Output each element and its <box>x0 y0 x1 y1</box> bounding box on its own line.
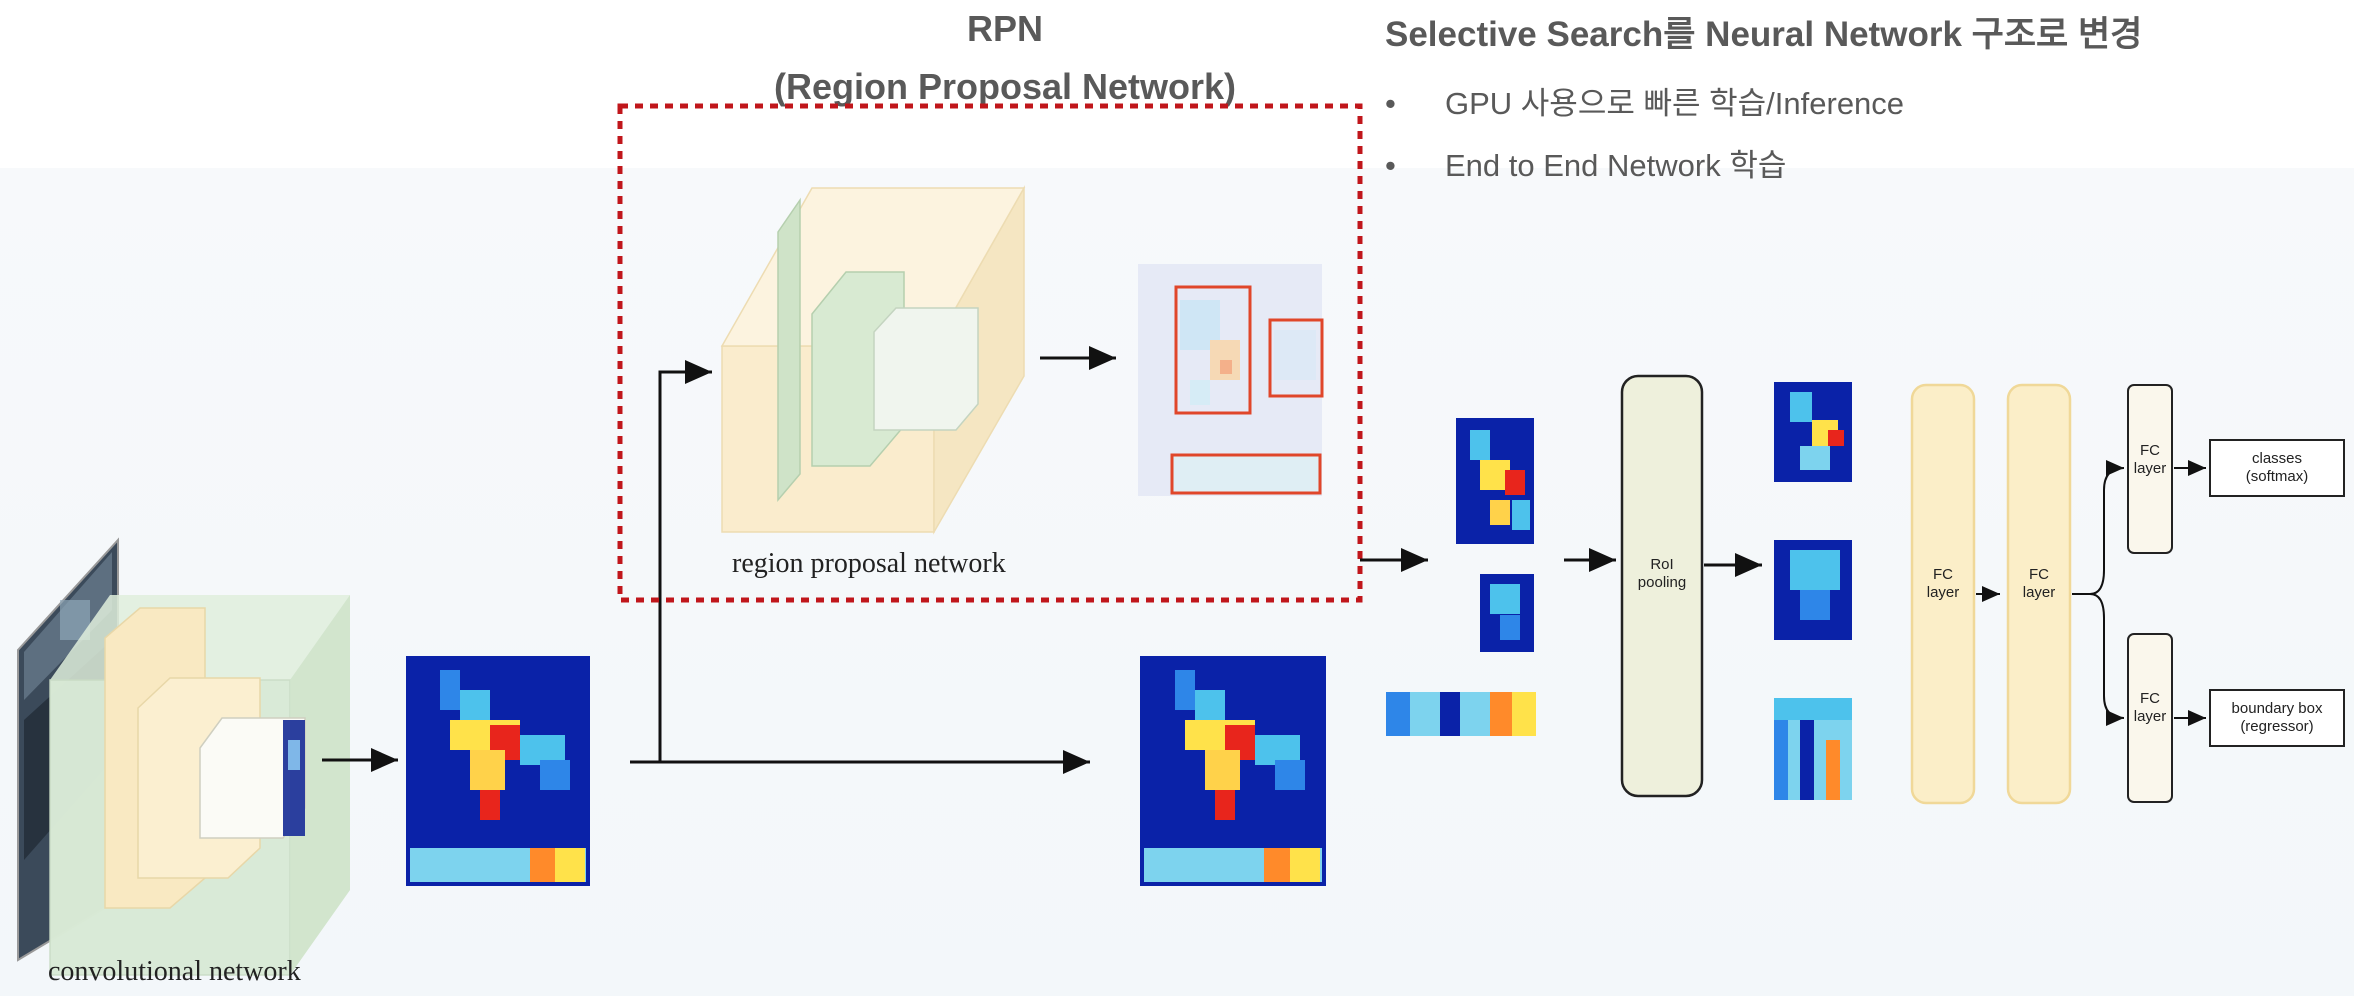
fc-layer-1-block <box>1910 383 1976 805</box>
fc-layer-cls-block <box>2127 384 2173 554</box>
crop-region-1 <box>1456 418 1534 544</box>
pooled-map-1 <box>1774 382 1852 482</box>
bullet-text: End to End Network 학습 <box>1445 148 1787 183</box>
fc-layer-reg-label: FC layer <box>2128 690 2172 726</box>
conv-network-block <box>49 595 350 976</box>
rpn-title-line1: RPN <box>966 8 1043 49</box>
roi-pooling-block <box>1620 374 1704 798</box>
rpn-dashed-box <box>617 103 1363 603</box>
fc-label-line1: FC <box>1933 566 1953 583</box>
classes-label: classes (softmax) <box>2210 450 2344 486</box>
bullet-dot: • <box>1385 86 1396 121</box>
crop-region-3 <box>1386 692 1536 736</box>
rpn-title-line2: (Region Proposal Network) <box>773 66 1237 107</box>
roi-label-line2: pooling <box>1637 574 1687 591</box>
arrow-fmap-to-rpn <box>658 360 712 762</box>
bbox-label: boundary box (regressor) <box>2210 700 2344 736</box>
pooled-map-3 <box>1774 698 1852 800</box>
fc-label-line1: FC <box>2140 690 2160 707</box>
notes-bullet-2: • End to End Network 학습 <box>1385 140 1786 185</box>
fc-layer-1-label: FC layer <box>1912 566 1974 602</box>
bullet-dot: • <box>1385 148 1396 183</box>
bbox-label-line2: (regressor) <box>2240 718 2314 735</box>
fc-label-line1: FC <box>2140 442 2160 459</box>
fc-label-line2: layer <box>2133 460 2167 477</box>
fc-layer-2-label: FC layer <box>2008 566 2070 602</box>
rpn-cube <box>720 185 1026 535</box>
fc-label-line2: layer <box>2022 584 2056 601</box>
fc-label-line1: FC <box>2029 566 2049 583</box>
rpn-title: RPN (Region Proposal Network) <box>620 0 1390 116</box>
fc-label-line2: layer <box>2133 708 2167 725</box>
bullet-text: GPU 사용으로 빠른 학습/Inference <box>1445 86 1905 121</box>
fc-layer-reg-block <box>2127 633 2173 803</box>
notes-bullet-1: • GPU 사용으로 빠른 학습/Inference <box>1385 78 1904 123</box>
arrow-fc2-to-fc-reg <box>2072 593 2125 726</box>
region-proposal-label: region proposal network <box>732 548 1006 579</box>
classes-label-line2: (softmax) <box>2245 468 2309 485</box>
arrow-fc2-to-fc-cls <box>2072 460 2125 595</box>
pooled-map-2 <box>1774 540 1852 640</box>
notes-title: Selective Search를 Neural Network 구조로 변경 <box>1385 15 2143 54</box>
bbox-output-box <box>2209 689 2345 747</box>
roi-pooling-label: RoI pooling <box>1622 556 1702 592</box>
feature-map-1 <box>406 656 590 886</box>
fc-layer-2-block <box>2006 383 2072 805</box>
fc-layer-cls-label: FC layer <box>2128 442 2172 478</box>
proposal-map <box>1138 264 1324 496</box>
crop-region-2 <box>1480 574 1534 652</box>
classes-output-box <box>2209 439 2345 497</box>
conv-network-label: convolutional network <box>48 956 301 987</box>
roi-label-line1: RoI <box>1650 556 1674 573</box>
feature-map-2 <box>1140 656 1326 886</box>
bbox-label-line1: boundary box <box>2231 700 2323 717</box>
classes-label-line1: classes <box>2251 450 2303 467</box>
fc-label-line2: layer <box>1926 584 1960 601</box>
